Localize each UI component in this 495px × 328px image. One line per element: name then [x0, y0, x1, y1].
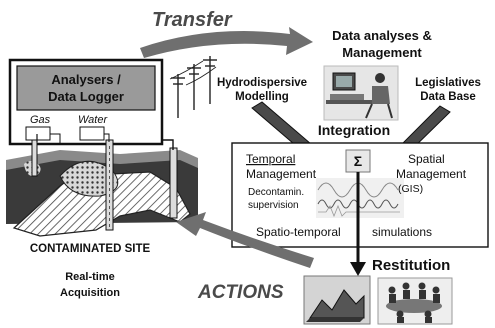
data-logger-label: Data Logger — [48, 89, 124, 104]
legislatives-label: Legislatives — [415, 77, 481, 89]
transfer-label: Transfer — [152, 9, 233, 31]
realtime-label: Real-time — [65, 271, 115, 283]
management-title: Management — [342, 45, 422, 60]
computer-operator-icon — [323, 65, 399, 121]
water-label: Water — [78, 114, 108, 126]
data-analyses-title: Data analyses & — [332, 28, 432, 43]
decontamination-label: Decontamin. — [248, 187, 304, 198]
monitoring-wells — [31, 133, 178, 231]
modelling-label: Modelling — [235, 91, 289, 103]
spatio-temporal-label: Spatio-temporal — [256, 225, 341, 239]
gis-label: (GIS) — [398, 183, 423, 195]
actions-arrow — [176, 212, 314, 268]
contaminated-site-label: CONTAMINATED SITE — [30, 243, 151, 255]
hydrodispersive-label: Hydrodispersive — [217, 77, 307, 89]
signal-waveform-icon — [316, 178, 404, 218]
data-base-label: Data Base — [420, 91, 476, 103]
temporal-management-label: Management — [246, 167, 317, 181]
restitution-label: Restitution — [372, 257, 450, 274]
supervision-label: supervision — [248, 200, 299, 211]
sigma-symbol: Σ — [354, 153, 362, 169]
temporal-label: Temporal — [246, 152, 295, 166]
water-sensor-box — [79, 126, 105, 141]
meeting-people-icon — [386, 282, 442, 323]
power-poles-icon — [169, 56, 217, 118]
3d-chart-icon — [306, 289, 365, 322]
spatial-label: Spatial — [408, 152, 445, 166]
simulations-label: simulations — [372, 225, 432, 239]
gas-label: Gas — [30, 114, 51, 126]
transfer-arrow — [140, 27, 313, 58]
spatial-management-label: Management — [396, 167, 467, 181]
acquisition-label: Acquisition — [60, 287, 120, 299]
integration-label: Integration — [318, 122, 390, 138]
analyser-panel — [16, 65, 156, 111]
gas-sensor-box — [25, 126, 51, 141]
actions-label: ACTIONS — [197, 282, 284, 303]
analysers-label: Analysers / — [51, 72, 121, 87]
